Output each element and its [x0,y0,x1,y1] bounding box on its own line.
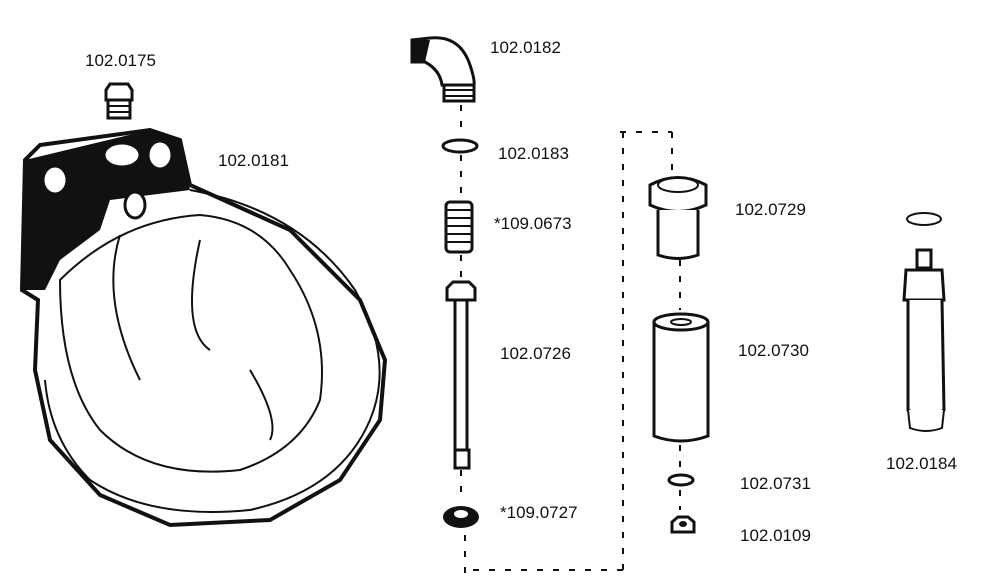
label-102-0731: 102.0731 [740,474,811,493]
label-102-0181: 102.0181 [218,151,289,170]
tube-drawing [652,312,710,443]
label-102-0730: 102.0730 [738,341,809,360]
assembly-bracket-line [465,131,681,571]
label-102-0109: 102.0109 [740,526,811,545]
bolt-plug-drawing [104,82,134,120]
elbow-drawing [410,36,476,103]
valve-seal-drawing [443,506,479,528]
small-nut-drawing [670,515,696,534]
valve-assembly-drawing [902,212,946,432]
label-102-0729: 102.0729 [735,200,806,219]
small-washer-drawing [667,473,695,487]
label-102-0175: 102.0175 [85,51,156,70]
label-102-0184: 102.0184 [886,454,957,473]
label-109-0727: *109.0727 [500,503,578,522]
nut-sleeve-drawing [648,176,708,260]
spring-drawing [444,200,474,254]
bowl-drawing [19,127,388,528]
washer-top-drawing [441,138,479,154]
label-102-0726: 102.0726 [500,344,571,363]
label-109-0673: *109.0673 [494,214,572,233]
valve-stem-drawing [445,280,477,470]
label-102-0182: 102.0182 [490,38,561,57]
label-102-0183: 102.0183 [498,144,569,163]
